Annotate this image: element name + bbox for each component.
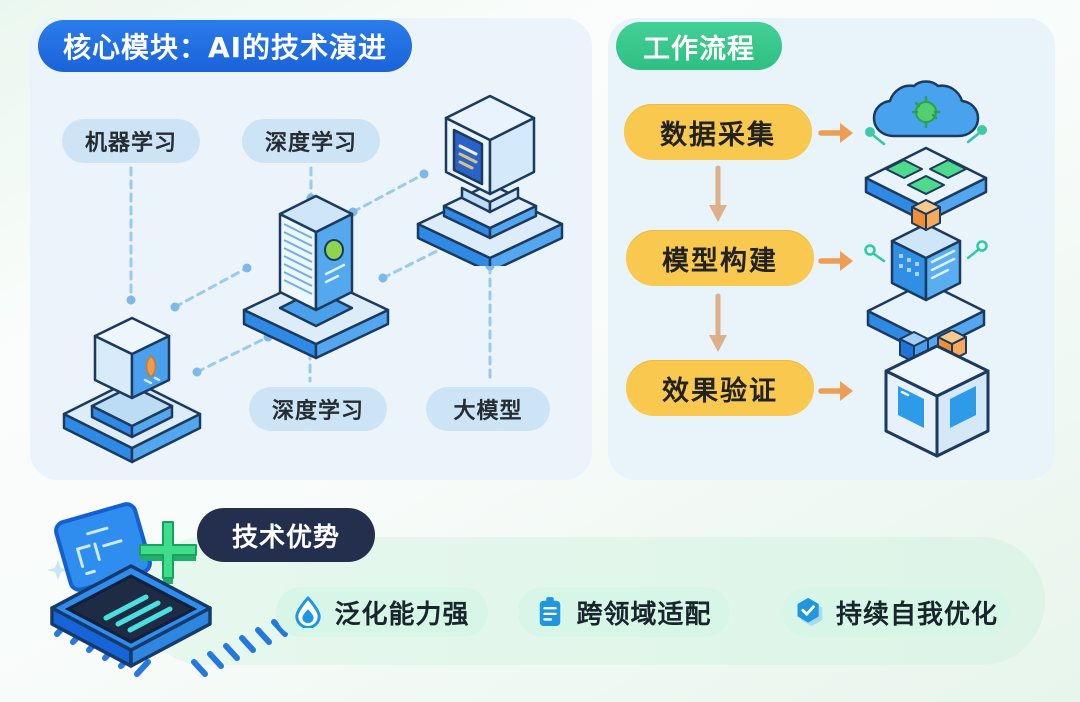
workflow-title: 工作流程 (616, 22, 782, 70)
step-verify: 效果验证 (626, 360, 814, 416)
ml-cube-icon (62, 316, 202, 464)
advantage-label: 跨领域适配 (576, 599, 712, 630)
drop-icon (295, 596, 322, 628)
node-deep-learning-top: 深度学习 (242, 119, 380, 163)
clipboard-icon (540, 597, 561, 626)
model-build-icon (864, 199, 988, 348)
dl-server-icon (242, 194, 390, 360)
shield-check-icon (797, 597, 823, 627)
step-data-collection: 数据采集 (624, 104, 812, 160)
step-model-build: 模型构建 (626, 230, 814, 286)
advantage-label: 持续自我优化 (835, 599, 998, 630)
flow-down-arrow-1 (709, 165, 727, 222)
advantage-cross-domain: 跨领域适配 (518, 587, 730, 637)
flow-down-arrow-2 (709, 293, 727, 352)
step-arrow-3 (818, 381, 853, 401)
node-large-model: 大模型 (426, 387, 550, 431)
core-module-title: 核心模块：AI的技术演进 (38, 20, 412, 72)
llm-computer-icon (416, 94, 564, 266)
cpu-chip-icon (47, 502, 288, 677)
advantage-generalization: 泛化能力强 (276, 587, 488, 637)
advantage-label: 泛化能力强 (334, 599, 470, 630)
node-machine-learning: 机器学习 (62, 119, 200, 163)
advantage-self-optimize: 持续自我优化 (782, 587, 1010, 637)
step-arrow-1 (818, 123, 853, 143)
advantages-title: 技术优势 (197, 508, 375, 562)
verify-cube-icon (884, 330, 990, 458)
node-deep-learning-bottom: 深度学习 (249, 387, 387, 431)
step-arrow-2 (818, 251, 853, 271)
